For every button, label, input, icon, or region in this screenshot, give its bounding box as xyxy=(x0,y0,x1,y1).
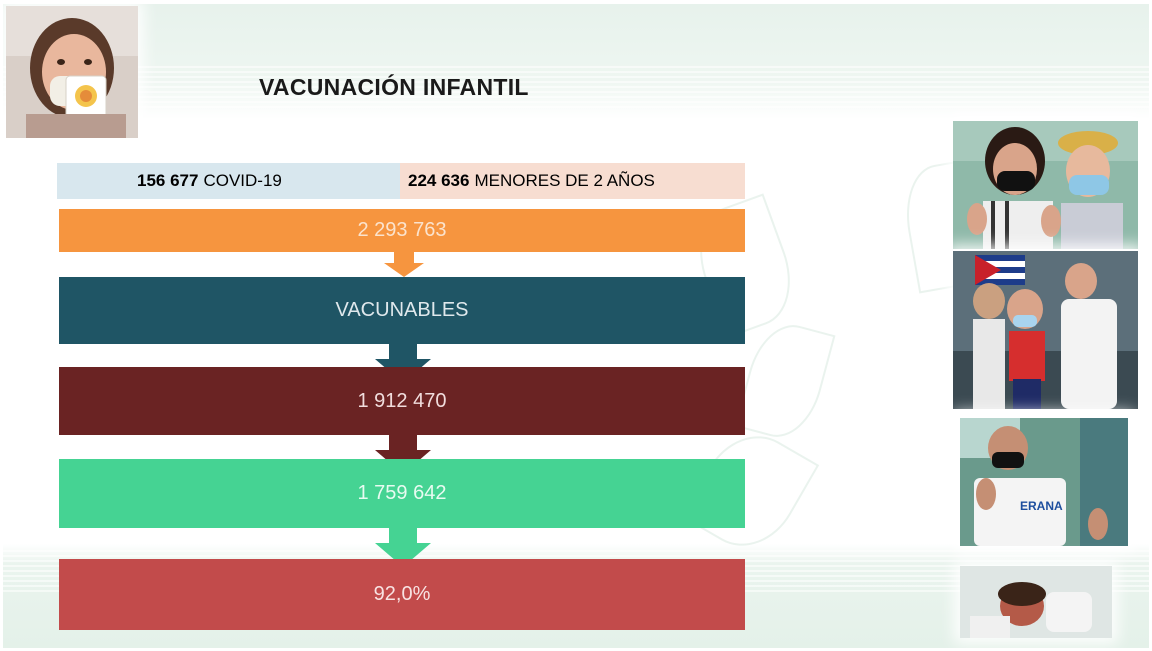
flow-arrow-2 xyxy=(375,343,431,383)
flow-arrow-1 xyxy=(384,251,424,277)
covid-count-number: 156 677 xyxy=(137,171,199,190)
flow-arrow-3 xyxy=(375,434,431,474)
child-vaccination-flag-photo xyxy=(953,251,1138,409)
covid-count-box: 156 677 COVID-19 xyxy=(57,163,400,199)
covid-count-label: COVID-19 xyxy=(203,171,282,190)
top-decorative-stripes xyxy=(3,66,1149,110)
flow-band-vacunables: VACUNABLES xyxy=(59,277,745,344)
flow-band-percentage: 92,0% xyxy=(59,559,745,630)
child-vaccination-closeup-photo xyxy=(960,566,1112,638)
menores-count-box: 224 636 MENORES DE 2 AÑOS xyxy=(400,163,745,199)
background-leaf-decoration xyxy=(734,316,836,446)
flow-band-completed: 1 759 642 xyxy=(59,459,745,528)
menores-count-label: MENORES DE 2 AÑOS xyxy=(474,171,655,190)
flow-arrow-4 xyxy=(375,527,431,567)
child-thumbs-up-photo: ERANA xyxy=(960,418,1128,546)
child-with-mask-photo xyxy=(6,6,138,138)
flow-band-total: 2 293 763 xyxy=(59,209,745,252)
mother-and-child-thumbs-up-photo xyxy=(953,121,1138,249)
page-title: VACUNACIÓN INFANTIL xyxy=(259,74,529,100)
shirt-text: ERANA xyxy=(1020,499,1063,513)
menores-count-number: 224 636 xyxy=(408,171,470,190)
flow-band-vaccinated: 1 912 470 xyxy=(59,367,745,435)
